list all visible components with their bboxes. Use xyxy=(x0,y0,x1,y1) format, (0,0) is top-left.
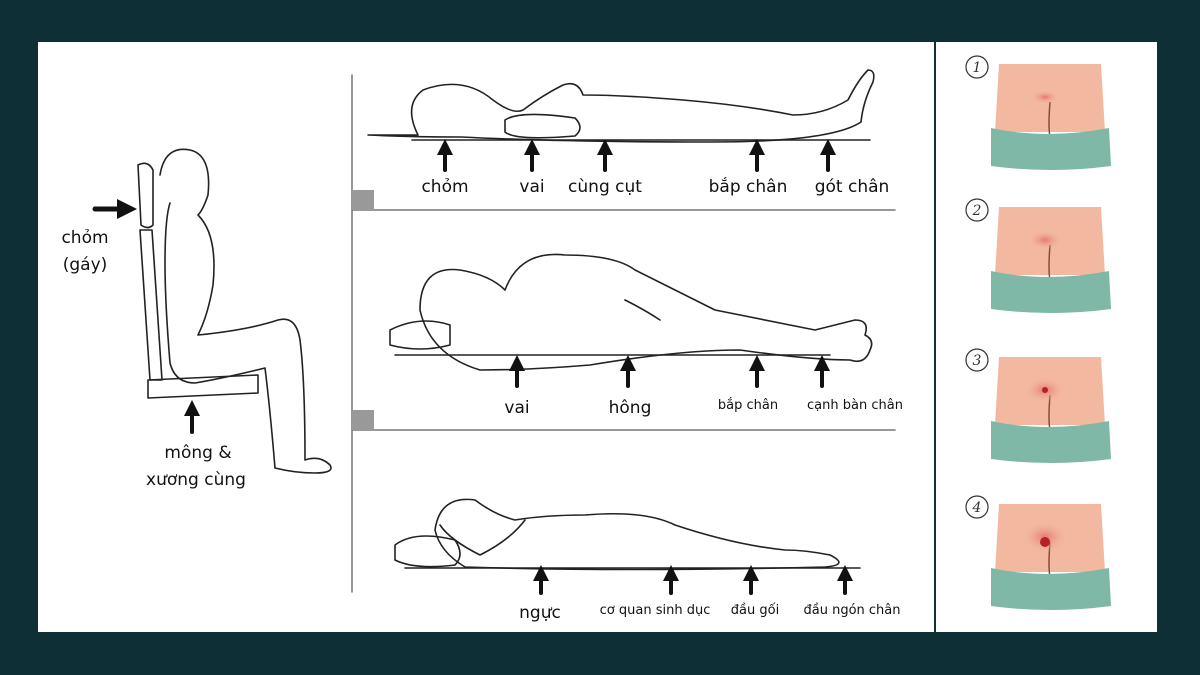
label-prone-toes: đầu ngón chân xyxy=(803,603,901,618)
label-prone-chest: ngực xyxy=(519,603,561,623)
wound-area xyxy=(1030,90,1060,104)
label-supine-calf: bắp chân xyxy=(708,177,788,197)
label-supine-occiput: chỏm xyxy=(421,177,469,197)
prone-figure xyxy=(394,498,861,571)
label-supine-shoulder: vai xyxy=(519,177,545,197)
pressure-ulcer-stage-1: 1 xyxy=(955,52,1125,176)
towel xyxy=(991,271,1111,313)
label-supine-coccyx: cùng cụt xyxy=(568,177,642,197)
pressure-ulcer-stage-4: 4 xyxy=(955,492,1125,616)
label-side-hip: hông xyxy=(608,398,652,418)
side-arrows xyxy=(509,355,830,388)
towel xyxy=(991,568,1111,610)
supine-arrows xyxy=(437,139,836,172)
pressure-ulcer-stage-3: 3 xyxy=(955,345,1125,469)
label-supine-heel: gót chân xyxy=(814,177,890,197)
wound-core xyxy=(1042,387,1048,393)
label-sitting-nape: (gáy) xyxy=(62,255,108,275)
label-prone-genitals: cơ quan sinh dục xyxy=(599,603,711,618)
label-sitting-occiput: chỏm xyxy=(61,228,109,248)
label-sitting-sacrum: xương cùng xyxy=(146,470,246,490)
stage-number: 1 xyxy=(973,60,982,76)
prone-arrows xyxy=(533,565,853,595)
supine-figure xyxy=(367,69,875,143)
towel xyxy=(991,421,1111,463)
towel xyxy=(991,128,1111,170)
wound-area xyxy=(1027,230,1063,250)
label-side-shoulder: vai xyxy=(504,398,530,418)
sitting-figure xyxy=(137,148,332,474)
dividers xyxy=(351,74,896,593)
label-side-calf: bắp chân xyxy=(717,398,779,413)
label-side-foot-edge: cạnh bàn chân xyxy=(807,398,903,413)
wound-core xyxy=(1040,537,1050,547)
stage-number: 4 xyxy=(972,500,982,516)
stage-number: 2 xyxy=(972,203,982,219)
label-sitting-buttocks: mông & xyxy=(164,443,232,463)
label-prone-knee: đầu gối xyxy=(730,603,780,618)
side-lying-figure xyxy=(389,253,873,371)
pressure-ulcer-stage-2: 2 xyxy=(955,195,1125,319)
stage-number: 3 xyxy=(973,353,982,369)
